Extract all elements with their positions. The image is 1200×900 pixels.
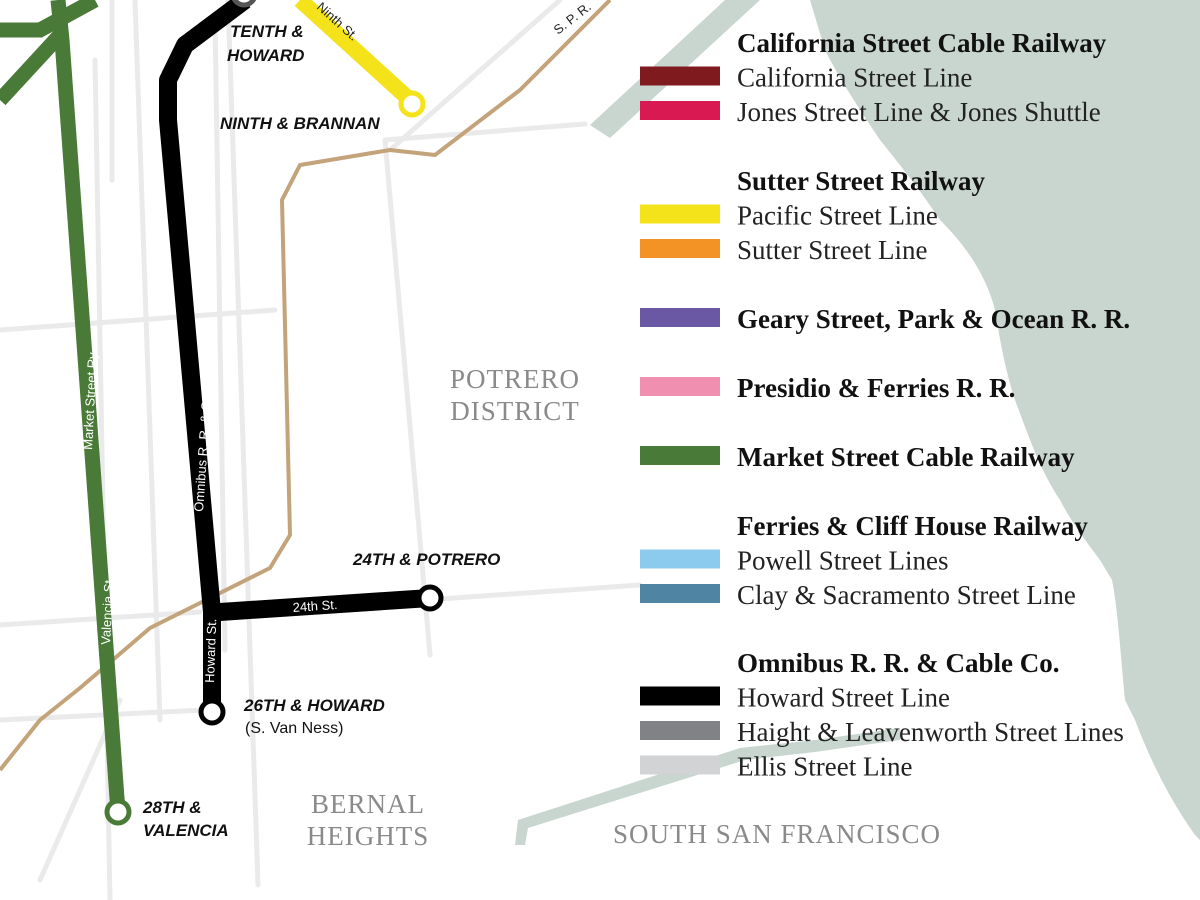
district-south-sf: SOUTH SAN FRANCISCO — [613, 819, 941, 849]
legend-swatch — [640, 308, 720, 327]
legend: California Street Cable RailwayCaliforni… — [640, 28, 1130, 782]
market-street-ry-label: Market Street Ry. — [80, 349, 100, 450]
ninth-street-line: Ninth St. — [294, 0, 416, 106]
legend-swatch — [640, 101, 720, 120]
district-potrero-2: DISTRICT — [450, 396, 580, 426]
station-marker-tenth-howard — [231, 0, 257, 8]
station-sublabel-26th-howard: (S. Van Ness) — [245, 720, 343, 737]
legend-group-omnibus-r-r-cable-co: Omnibus R. R. & Cable Co. Howard Street L… — [640, 648, 1124, 782]
legend-group-california-street-cable-railway: California Street Cable RailwayCaliforni… — [640, 28, 1107, 127]
valencia-street-label: Valencia St. — [98, 576, 117, 645]
legend-item-label: Jones Street Line & Jones Shuttle — [737, 97, 1101, 127]
station-marker-ninth-brannan — [398, 90, 426, 118]
legend-group-presidio-ferries-r-r: Presidio & Ferries R. R. — [640, 373, 1015, 403]
omnibus-howard-line: Omnibus R. R. & Cable Co. Howard St. 24t… — [159, 0, 431, 712]
howard-street-label: Howard St. — [202, 618, 219, 683]
legend-swatch — [640, 204, 720, 224]
twentyfourth-street-label: 24th St. — [292, 597, 338, 615]
legend-swatch — [640, 584, 720, 603]
station-label-28th-valencia-2: VALENCIA — [143, 821, 229, 840]
legend-swatch — [640, 755, 720, 775]
legend-group-title: Market Street Cable Railway — [737, 442, 1075, 472]
legend-swatch — [640, 549, 720, 569]
twenty-fourth-street-line — [205, 589, 431, 621]
station-marker-24th-potrero — [416, 584, 444, 612]
legend-item-label: Powell Street Lines — [737, 546, 948, 576]
legend-group-title: Sutter Street Railway — [737, 166, 985, 196]
legend-swatch — [640, 721, 720, 740]
legend-swatch — [640, 377, 720, 396]
market-upper-line — [0, 0, 99, 38]
legend-swatch — [640, 239, 720, 258]
legend-item-label: California Street Line — [737, 63, 972, 93]
station-label-28th-valencia-1: 28TH & — [142, 798, 202, 817]
legend-group-title: Omnibus R. R. & Cable Co. — [737, 648, 1060, 678]
legend-item-label: Pacific Street Line — [737, 201, 938, 231]
market-branch-line — [0, 29, 66, 106]
legend-group-title: Presidio & Ferries R. R. — [737, 373, 1015, 403]
legend-swatch — [640, 686, 720, 706]
stations: TENTH & HOWARD NINTH & BRANNAN 24TH & PO… — [104, 0, 500, 840]
legend-item-label: Haight & Leavenworth Street Lines — [737, 717, 1124, 747]
legend-item-label: Sutter Street Line — [737, 235, 927, 265]
district-potrero-1: POTRERO — [450, 364, 580, 394]
legend-group-geary-street-park-ocean-r-r: Geary Street, Park & Ocean R. R. — [640, 304, 1130, 334]
pacific-street-line — [294, 0, 416, 106]
district-labels: POTRERO DISTRICT BERNAL HEIGHTS SOUTH SA… — [307, 364, 941, 851]
station-label-24th-potrero: 24TH & POTRERO — [352, 550, 500, 569]
station-marker-26th-howard — [198, 698, 226, 726]
station-label-tenth-howard-1: TENTH & — [230, 22, 304, 41]
legend-item-label: Howard Street Line — [737, 683, 950, 713]
legend-group-market-street-cable-railway: Market Street Cable Railway — [640, 442, 1075, 472]
legend-group-title: Geary Street, Park & Ocean R. R. — [737, 304, 1130, 334]
bay-shoreline — [810, 0, 1200, 840]
legend-group-title: Ferries & Cliff House Railway — [737, 511, 1088, 541]
howard-street-line — [159, 0, 251, 712]
market-street-railway: Market Street Ry. Valencia St. — [0, 0, 126, 813]
legend-swatch — [640, 66, 720, 86]
station-label-26th-howard: 26TH & HOWARD — [243, 696, 385, 715]
station-label-tenth-howard-2: HOWARD — [227, 46, 304, 65]
shoreline-strip — [505, 728, 900, 845]
southern-pacific-railroad — [0, 0, 612, 772]
street-grid — [0, 0, 643, 900]
district-bernal-1: BERNAL — [311, 789, 425, 819]
legend-group-title: California Street Cable Railway — [737, 28, 1107, 58]
station-marker-28th-valencia — [104, 798, 132, 826]
station-label-ninth-brannan: NINTH & BRANNAN — [220, 114, 380, 133]
legend-item-label: Clay & Sacramento Street Line — [737, 580, 1076, 610]
district-bernal-2: HEIGHTS — [307, 821, 430, 851]
legend-swatch — [640, 446, 720, 465]
legend-item-label: Ellis Street Line — [737, 752, 912, 782]
